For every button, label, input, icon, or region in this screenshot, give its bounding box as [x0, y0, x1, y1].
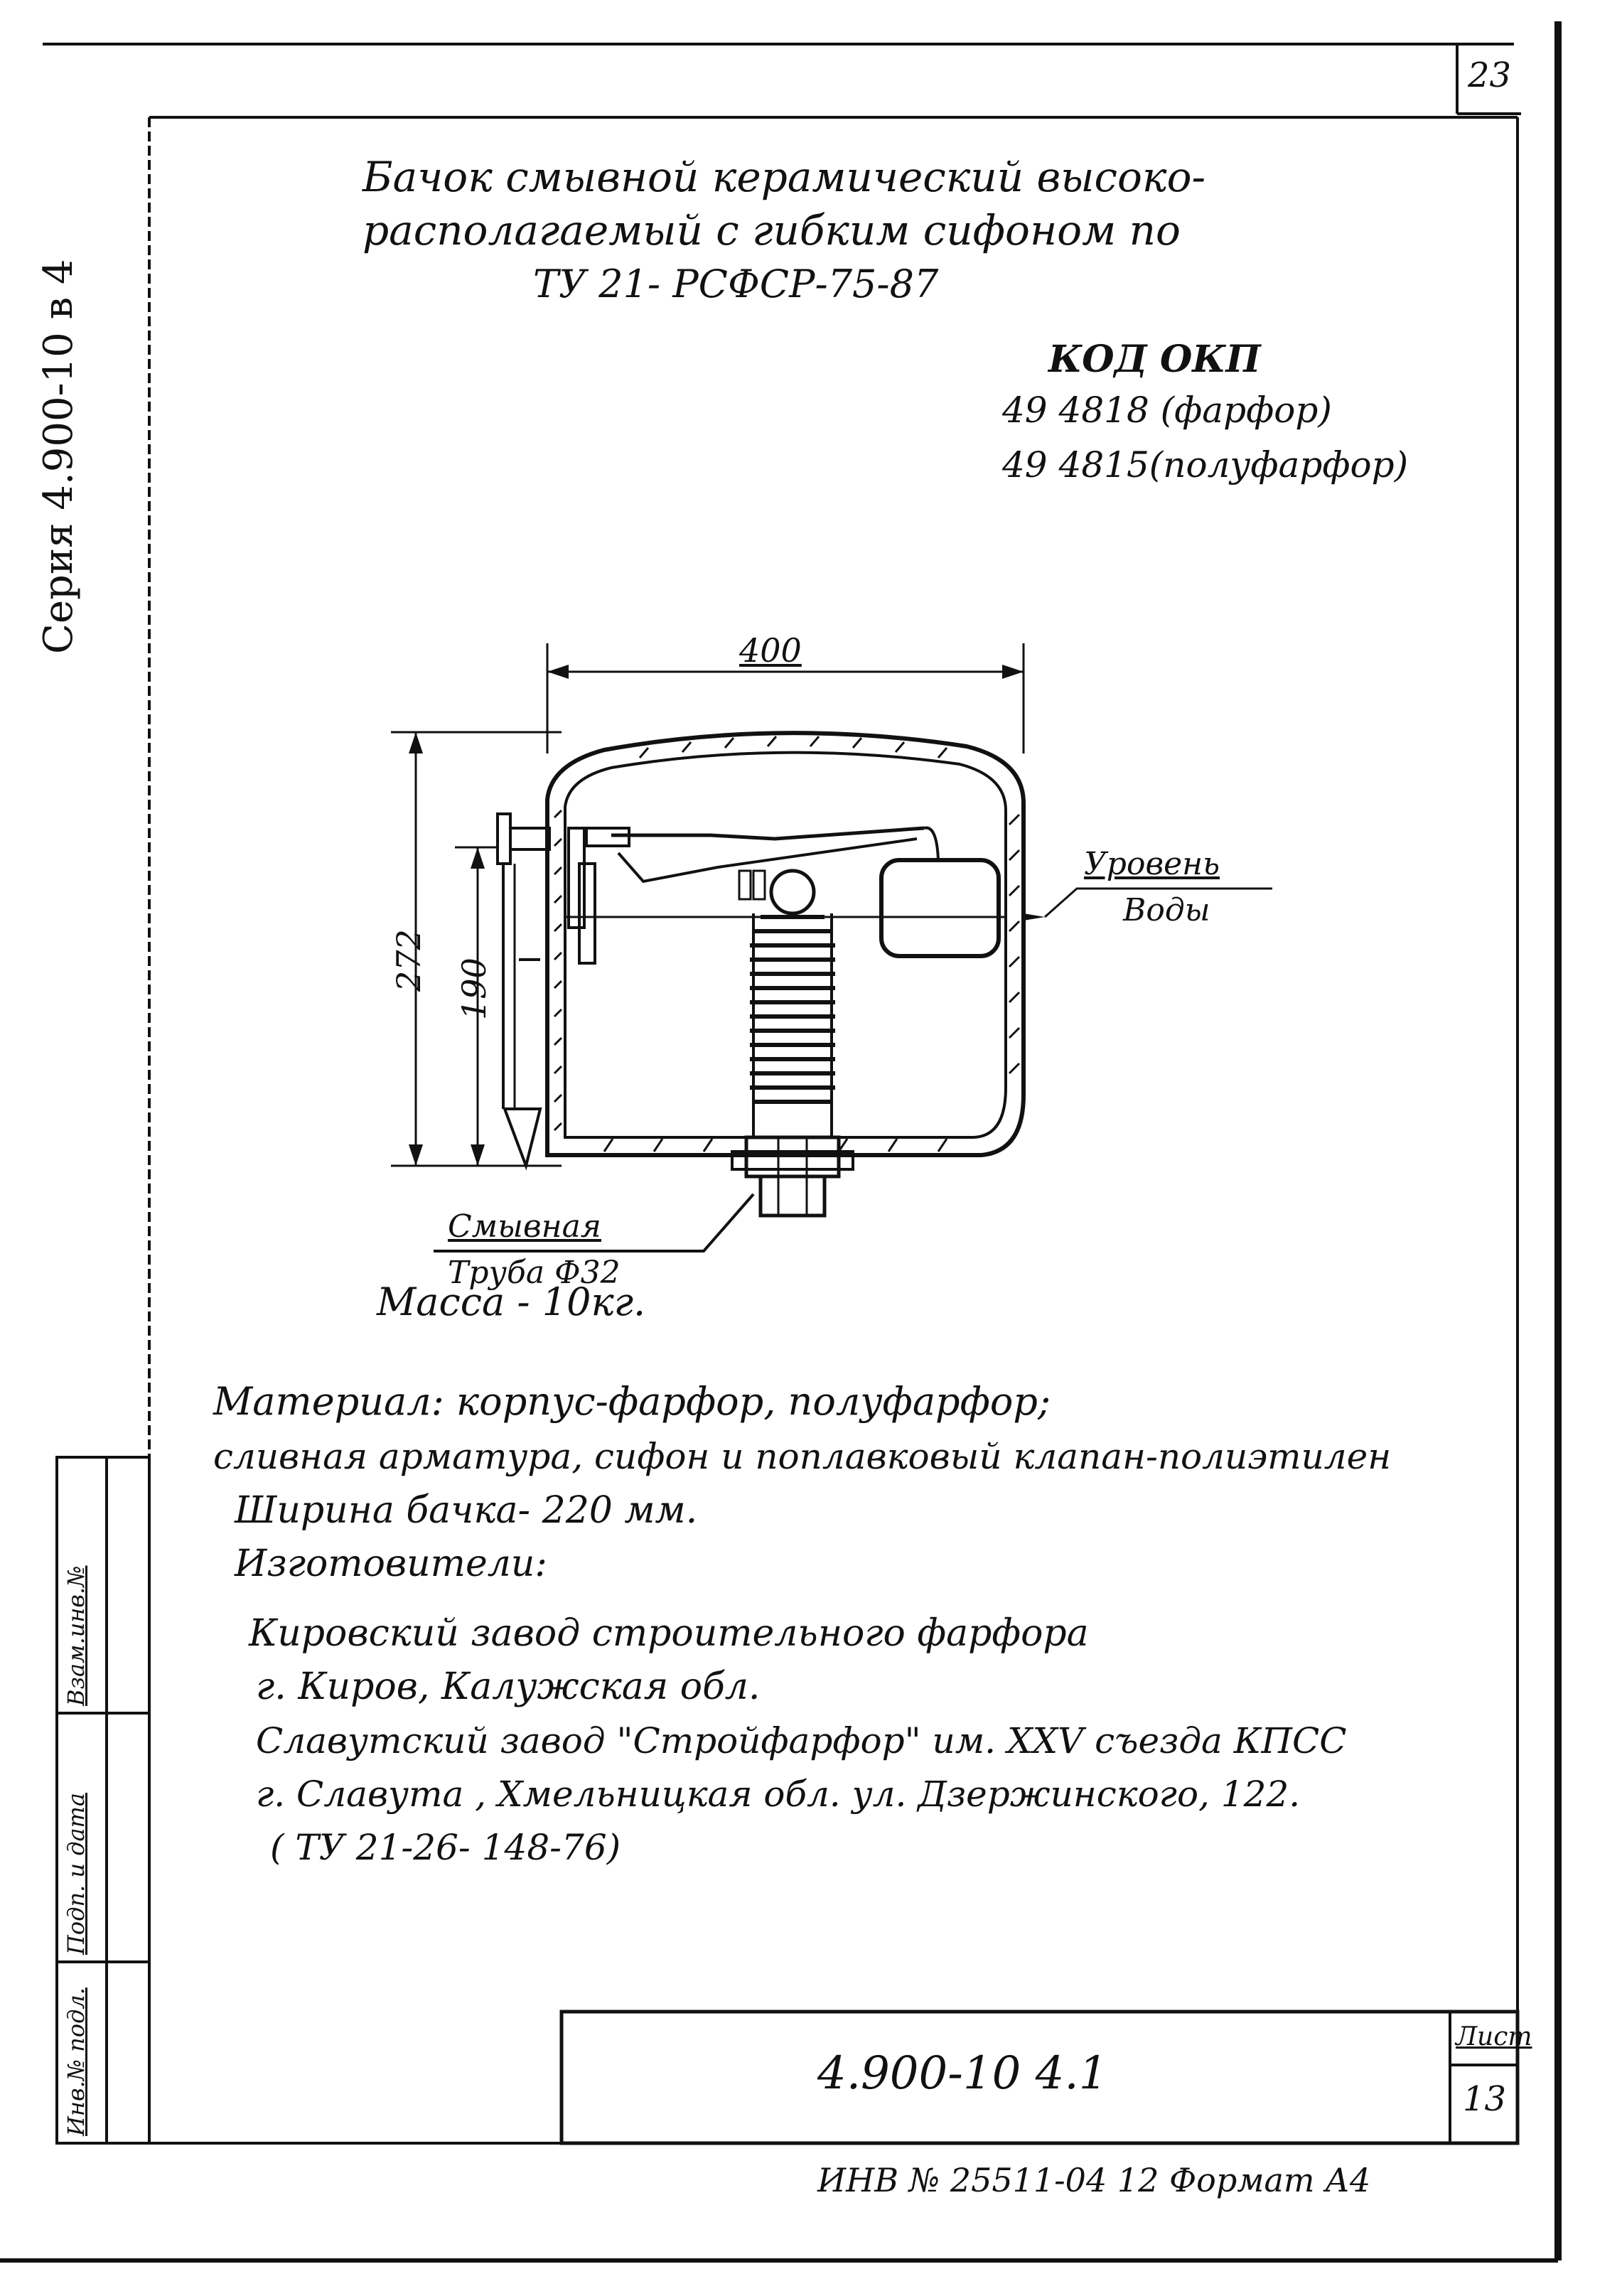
side-stamp-replace-inv: Взам.инв.№ [63, 1565, 90, 1706]
cistern-drawing [391, 643, 1272, 1252]
maker-2-line-3: ( ТУ 21-26- 148-76) [270, 1827, 621, 1868]
maker-2-line-2: г. Славута , Хмельницкая обл. ул. Дзержи… [256, 1774, 1301, 1815]
side-stamp-frame [55, 1456, 151, 2145]
manufacturers-heading: Изготовители: [235, 1543, 547, 1585]
page-number: 23 [1468, 55, 1512, 95]
maker-1-line-2: г. Киров, Калужская обл. [256, 1665, 761, 1708]
okp-heading: КОД ОКП [1048, 338, 1261, 381]
dim-height-water: 190 [455, 957, 493, 1020]
sheet-number: 13 [1463, 2079, 1507, 2119]
side-stamp-inv: Инв.№ подл. [63, 1987, 90, 2136]
sheet-label: Лист [1456, 2022, 1532, 2051]
dim-width: 400 [739, 631, 802, 670]
flush-pipe-label-2: Труба Ф32 [448, 1255, 621, 1291]
title-line-1: Бачок смывной керамический высоко- [362, 153, 1206, 201]
flush-pipe-label-1: Смывная [448, 1208, 601, 1245]
side-stamp-sign-date: Подп. и дата [63, 1793, 90, 1955]
material-line-2: сливная арматура, сифон и поплавковый кл… [213, 1436, 1392, 1477]
mass: Масса - 10кг. [377, 1280, 646, 1324]
series-side-label: Серия 4.900-10 в 4 [36, 259, 82, 654]
maker-2-line-1: Славутский завод "Стройфарфор" им. XXV с… [256, 1720, 1347, 1761]
title-line-3: ТУ 21- РСФСР-75-87 [533, 262, 939, 306]
maker-1-line-1: Кировский завод строительного фарфора [249, 1612, 1089, 1655]
water-level-label-1: Уровень [1084, 846, 1220, 882]
okp-code-2: 49 4815(полуфарфор) [1002, 444, 1409, 486]
material-line-1: Материал: корпус-фарфор, полуфарфор; [213, 1379, 1051, 1424]
tank-width: Ширина бачка- 220 мм. [235, 1489, 698, 1532]
footer-inventory: ИНВ № 25511-04 12 Формат А4 [817, 2161, 1371, 2199]
title-line-2: располагаемый с гибким сифоном по [362, 206, 1181, 254]
dim-height-total: 272 [390, 929, 428, 992]
title-block [559, 2010, 1520, 2145]
water-level-label-2: Воды [1123, 892, 1210, 928]
document-code: 4.900-10 4.1 [817, 2047, 1108, 2100]
okp-code-1: 49 4818 (фарфор) [1002, 390, 1332, 431]
